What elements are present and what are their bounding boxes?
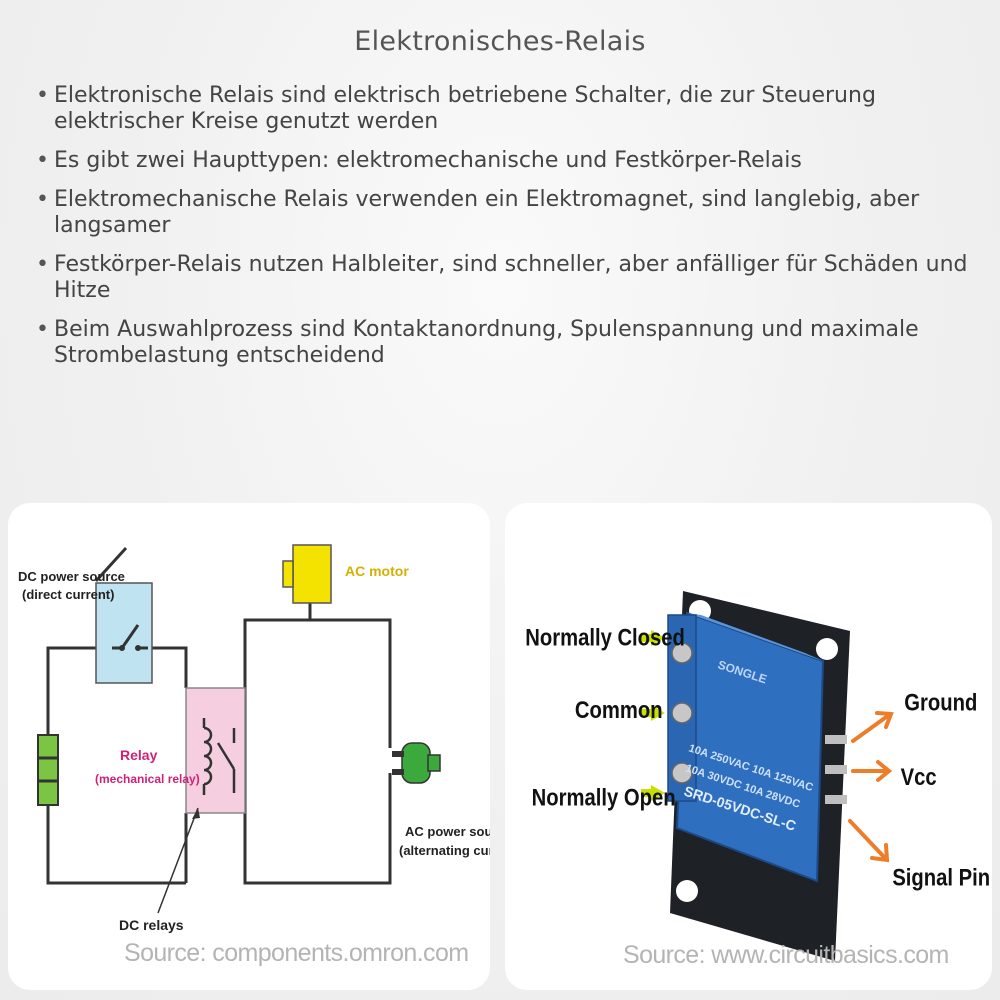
relay-module-figure: SONGLE 10A 250VAC 10A 125VAC 10A 30VDC 1… — [505, 503, 992, 990]
page-title: Elektronisches-Relais — [354, 26, 646, 57]
ac-motor-icon — [292, 544, 332, 604]
battery-icon — [37, 734, 59, 806]
relay-box — [185, 687, 246, 814]
signal-pin-label: Signal Pin — [892, 864, 990, 891]
ac-plug-icon — [392, 742, 441, 784]
common-label: Common — [575, 696, 663, 723]
switch-lever — [94, 546, 128, 583]
source-credit: Source: www.circuitbasics.com — [623, 941, 949, 969]
dc-source-sub-label: (direct current) — [22, 587, 114, 602]
bullet-item: Elektronische Relais sind elektrisch bet… — [34, 83, 974, 135]
bullet-item: Es gibt zwei Haupttypen: elektromechanis… — [34, 148, 974, 174]
dc-source-label: DC power source — [18, 569, 125, 584]
terminal-screws — [671, 642, 693, 784]
bullet-item: Festkörper-Relais nutzen Halbleiter, sin… — [34, 252, 974, 304]
normally-open-label: Normally Open — [532, 784, 676, 811]
pin-arrows — [848, 711, 894, 863]
vcc-label: Vcc — [901, 763, 937, 790]
relay-sub-label: (mechanical relay) — [95, 772, 200, 786]
circuit-svg: DC power source (direct current) AC moto… — [18, 544, 490, 933]
source-credit: Source: components.omron.com — [124, 939, 469, 967]
ac-source-sub-label: (alternating current) — [399, 843, 490, 858]
bullet-list: Elektronische Relais sind elektrisch bet… — [34, 83, 974, 382]
bullet-item: Beim Auswahlprozess sind Kontaktanordnun… — [34, 317, 974, 369]
pointer-line — [157, 807, 199, 914]
dc-relays-label: DC relays — [119, 917, 184, 933]
relay-circuit-diagram: DC power source (direct current) AC moto… — [8, 503, 490, 990]
relay-coil-icon — [202, 718, 236, 795]
ground-label: Ground — [904, 689, 977, 716]
terminal-arrows — [641, 630, 665, 801]
dc-source-box — [95, 582, 153, 684]
ac-source-label: AC power source — [405, 824, 490, 839]
bullet-item: Elektromechanische Relais verwenden ein … — [34, 187, 974, 239]
header-pins — [825, 735, 847, 804]
ac-motor-label: AC motor — [345, 563, 409, 579]
relay-label: Relay — [120, 747, 158, 763]
relay-module-svg: SONGLE 10A 250VAC 10A 125VAC 10A 30VDC 1… — [525, 591, 990, 961]
normally-closed-label: Normally Closed — [525, 624, 685, 651]
